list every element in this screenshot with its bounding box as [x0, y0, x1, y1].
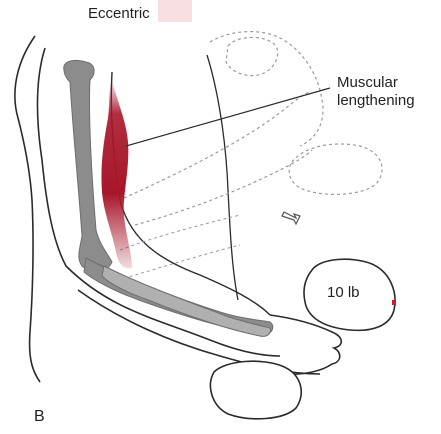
- callout-leader-line: [126, 88, 330, 146]
- weight-block-lower: [210, 361, 301, 419]
- diagram-title: Eccentric: [88, 5, 150, 22]
- ghost-forearm-outline: [124, 92, 310, 198]
- arrow-icon: [282, 212, 300, 224]
- panel-letter: B: [34, 408, 45, 426]
- ghost-hand-outline: [210, 32, 323, 146]
- ghost-weight-lower: [289, 144, 382, 194]
- torso-outline: [15, 36, 40, 382]
- forearm-lower-outline: [78, 290, 320, 374]
- weight-label: 10 lb: [327, 284, 360, 301]
- ghost-weight-upper: [226, 37, 278, 75]
- ghost-forearm-outline-lower: [135, 150, 312, 225]
- callout-label-line2: lengthening: [337, 92, 415, 109]
- title-highlight: [158, 0, 192, 22]
- callout-label-line1: Muscular: [337, 74, 398, 91]
- radius-bone: [102, 266, 271, 336]
- biceps-muscle: [101, 80, 132, 268]
- reference-line: [207, 55, 238, 300]
- weight-mark: [392, 300, 396, 305]
